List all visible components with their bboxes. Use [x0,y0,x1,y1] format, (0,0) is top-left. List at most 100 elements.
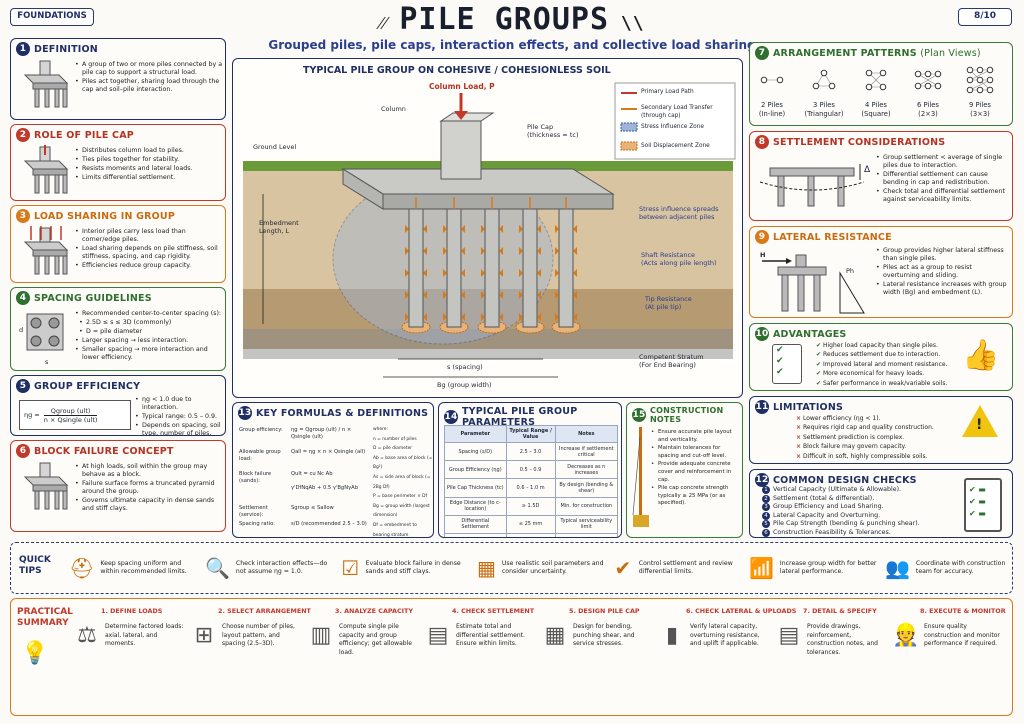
summary-step: 8. EXECUTE & MONITOR👷Ensure quality cons… [892,607,1006,648]
formula-row: Allowable group load: [239,449,281,462]
bullet-item: Group settlement < average of single pil… [876,154,1010,170]
lateral-icon: ▮ [665,623,679,648]
table-cell: Differential Settlement [444,514,507,534]
quick-tips-label: QUICK TIPS [19,555,51,576]
table-cell: 0.6 – 1.0 m [505,478,556,498]
table-cell: ± 75 mm [505,532,556,537]
table-cell: Spacing (s/D) [444,441,507,462]
drawing-icon: ▤ [778,623,800,648]
diagram-title: TYPICAL PILE GROUP ON COHESIVE / COHESIO… [303,65,611,76]
legend-secondary: Secondary Load Transfer (through cap) [641,105,713,119]
formula-definition: Df = embedment to bearing stratum [373,522,417,538]
quick-tip: ⛑Keep spacing uniform and within recomme… [69,556,187,580]
pile-group-icon [21,59,69,109]
checklist-icon: ☑ [341,556,360,580]
warning-icon [962,405,998,437]
bullet-item: Governs ultimate capacity in dense sands… [75,497,223,513]
bullet-item: Resists moments and lateral loads. [75,165,223,173]
table-header: Parameter [444,425,507,443]
bullet-item: Higher load capacity than single piles. [816,342,956,351]
formula-definition: P = base perimeter × Df [373,494,428,500]
formula-definition: As = side area of block (= 2Bg Df) [373,474,431,490]
bullet-item: Block failure may govern capacity. [796,443,962,452]
formula-definition: where: [373,427,388,432]
scale-icon: ⚖ [77,623,97,648]
legend-stress: Stress Influence Zone [641,124,704,130]
bullet-item: Improved lateral and moment resistance. [816,361,956,370]
bullet-item: Smaller spacing → more interaction and l… [75,346,223,362]
formula-eq: Qall = ηg × n × Qsingle (all) [291,449,366,455]
checklist-icon: ✔✔✔ [772,344,802,384]
magnifier-icon: 🔍 [205,556,230,580]
pile-icon: ▥ [310,623,332,648]
practical-summary-label: PRACTICAL SUMMARY [17,607,73,628]
bullet-item: Reduces settlement due to interaction. [816,351,956,360]
warning-mark: ! [976,417,983,433]
arrangement-label: 2 Piles(In-line) [758,101,786,118]
bullet-item: Distributes column load to piles. [75,147,223,155]
bullet-item: At high loads, soil within the group may… [75,463,223,479]
formula-eq: Sgroup ≤ Sallow [291,505,334,511]
bullet-item: Depends on spacing, soil type, number of… [135,422,223,435]
formula-definition: Bg = group width (largest dimension) [373,503,430,519]
sub-bullet: D = pile diameter [79,328,223,336]
section-badge: FOUNDATIONS [10,8,94,26]
bullet-item: Group provides higher lateral stiffness … [876,247,1010,263]
arrangement-label: 3 Piles(Triangular) [804,101,844,118]
arrangement-plans [760,66,994,94]
formula-definition: Ab = base area of block (= Bg²) [373,455,433,471]
summary-step: 6. CHECK LATERAL & UPLOADS▮Verify latera… [658,599,796,715]
bullet-item: Check total and differential settlement … [876,188,1010,204]
quick-tip: 📶Increase group width for better lateral… [749,556,877,580]
bullet-item: Limits differential settlement. [75,174,223,182]
summary-step: 3. ANALYZE CAPACITY▥Compute single pile … [307,599,421,715]
table-cell: 2.5 – 3.0 [505,441,556,462]
quick-tip: 🔍Check interaction effects—do not assume… [205,556,328,580]
quick-tips-bar: QUICK TIPS ⛑Keep spacing uniform and wit… [10,542,1013,594]
formula-row: Group efficiency: [239,427,283,433]
quick-tip: ☑Evaluate block failure in dense sands a… [341,556,461,580]
pile-cap-label: Pile Cap(thickness = tc) [527,123,579,139]
column-label: Column [381,105,406,113]
formula-row: Block failure (sands): [239,471,272,484]
formula-row: Spacing ratio: [239,521,275,527]
lateral-sketch [762,254,865,314]
pile-group-icon [21,308,69,358]
bullet-item: Lateral resistance increases with group … [876,281,1010,297]
shaft-resistance-label: Shaft Resistance(Acts along pile length) [641,251,717,267]
table-cell: Pile position (center-line) [554,532,619,537]
calculator-icon: ▦ [477,556,496,580]
bullet-item: Efficiencies reduce group capacity. [75,262,223,270]
bullet-item: Recommended center-to-center spacing (s)… [75,310,223,318]
summary-step: 7. DETAIL & SPECIFY▤Provide drawings, re… [775,599,889,715]
formula-definition: n = number of piles [373,436,417,442]
layout-icon: ⊞ [194,623,214,648]
table-cell: Pile Cap Thickness (tc) [444,478,507,498]
stress-influence-label: Stress influence spreads between adjacen… [639,205,719,221]
bullet-item: Lower efficiency (ηg < 1). [796,415,962,424]
table-header: Typical Range / Value [505,425,556,443]
embedment-label: Embedment Length, L [259,219,299,235]
table-cell: Group Efficiency (ηg) [444,460,507,480]
